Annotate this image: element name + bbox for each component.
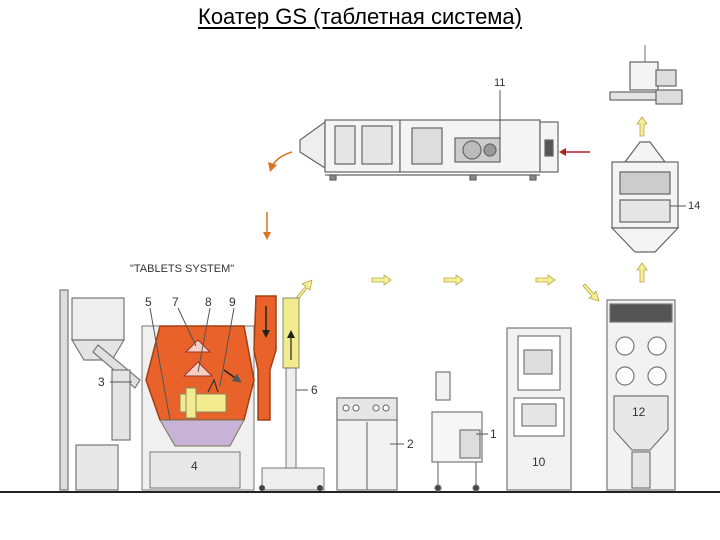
spray-unit-cabinet bbox=[336, 397, 398, 491]
page-title: Коатер GS (таблетная система) bbox=[198, 4, 522, 29]
label-11: 11 bbox=[494, 77, 505, 89]
label-2: 2 bbox=[407, 437, 414, 451]
label-1: 1 bbox=[490, 427, 497, 441]
label-4: 4 bbox=[191, 459, 198, 473]
label-12: 12 bbox=[632, 405, 646, 419]
label-8: 8 bbox=[205, 295, 212, 309]
loading-hopper bbox=[59, 289, 141, 491]
filter-cabinet bbox=[606, 299, 676, 491]
label-14: 14 bbox=[688, 200, 700, 212]
control-panel bbox=[506, 327, 572, 491]
exhaust-duct bbox=[253, 295, 325, 491]
dust-collector bbox=[610, 141, 680, 253]
coating-pan bbox=[141, 325, 255, 491]
solution-tank bbox=[431, 371, 483, 492]
label-6: 6 bbox=[311, 383, 318, 397]
label-10: 10 bbox=[532, 455, 546, 469]
air-handling-unit bbox=[299, 119, 559, 181]
tablets-system-caption: "TABLETS SYSTEM" bbox=[130, 263, 234, 275]
flow-arrows bbox=[263, 116, 648, 302]
label-5: 5 bbox=[145, 295, 152, 309]
label-3: 3 bbox=[98, 375, 105, 389]
label-7: 7 bbox=[172, 295, 179, 309]
label-9: 9 bbox=[229, 295, 236, 309]
exhaust-fan bbox=[609, 45, 683, 105]
